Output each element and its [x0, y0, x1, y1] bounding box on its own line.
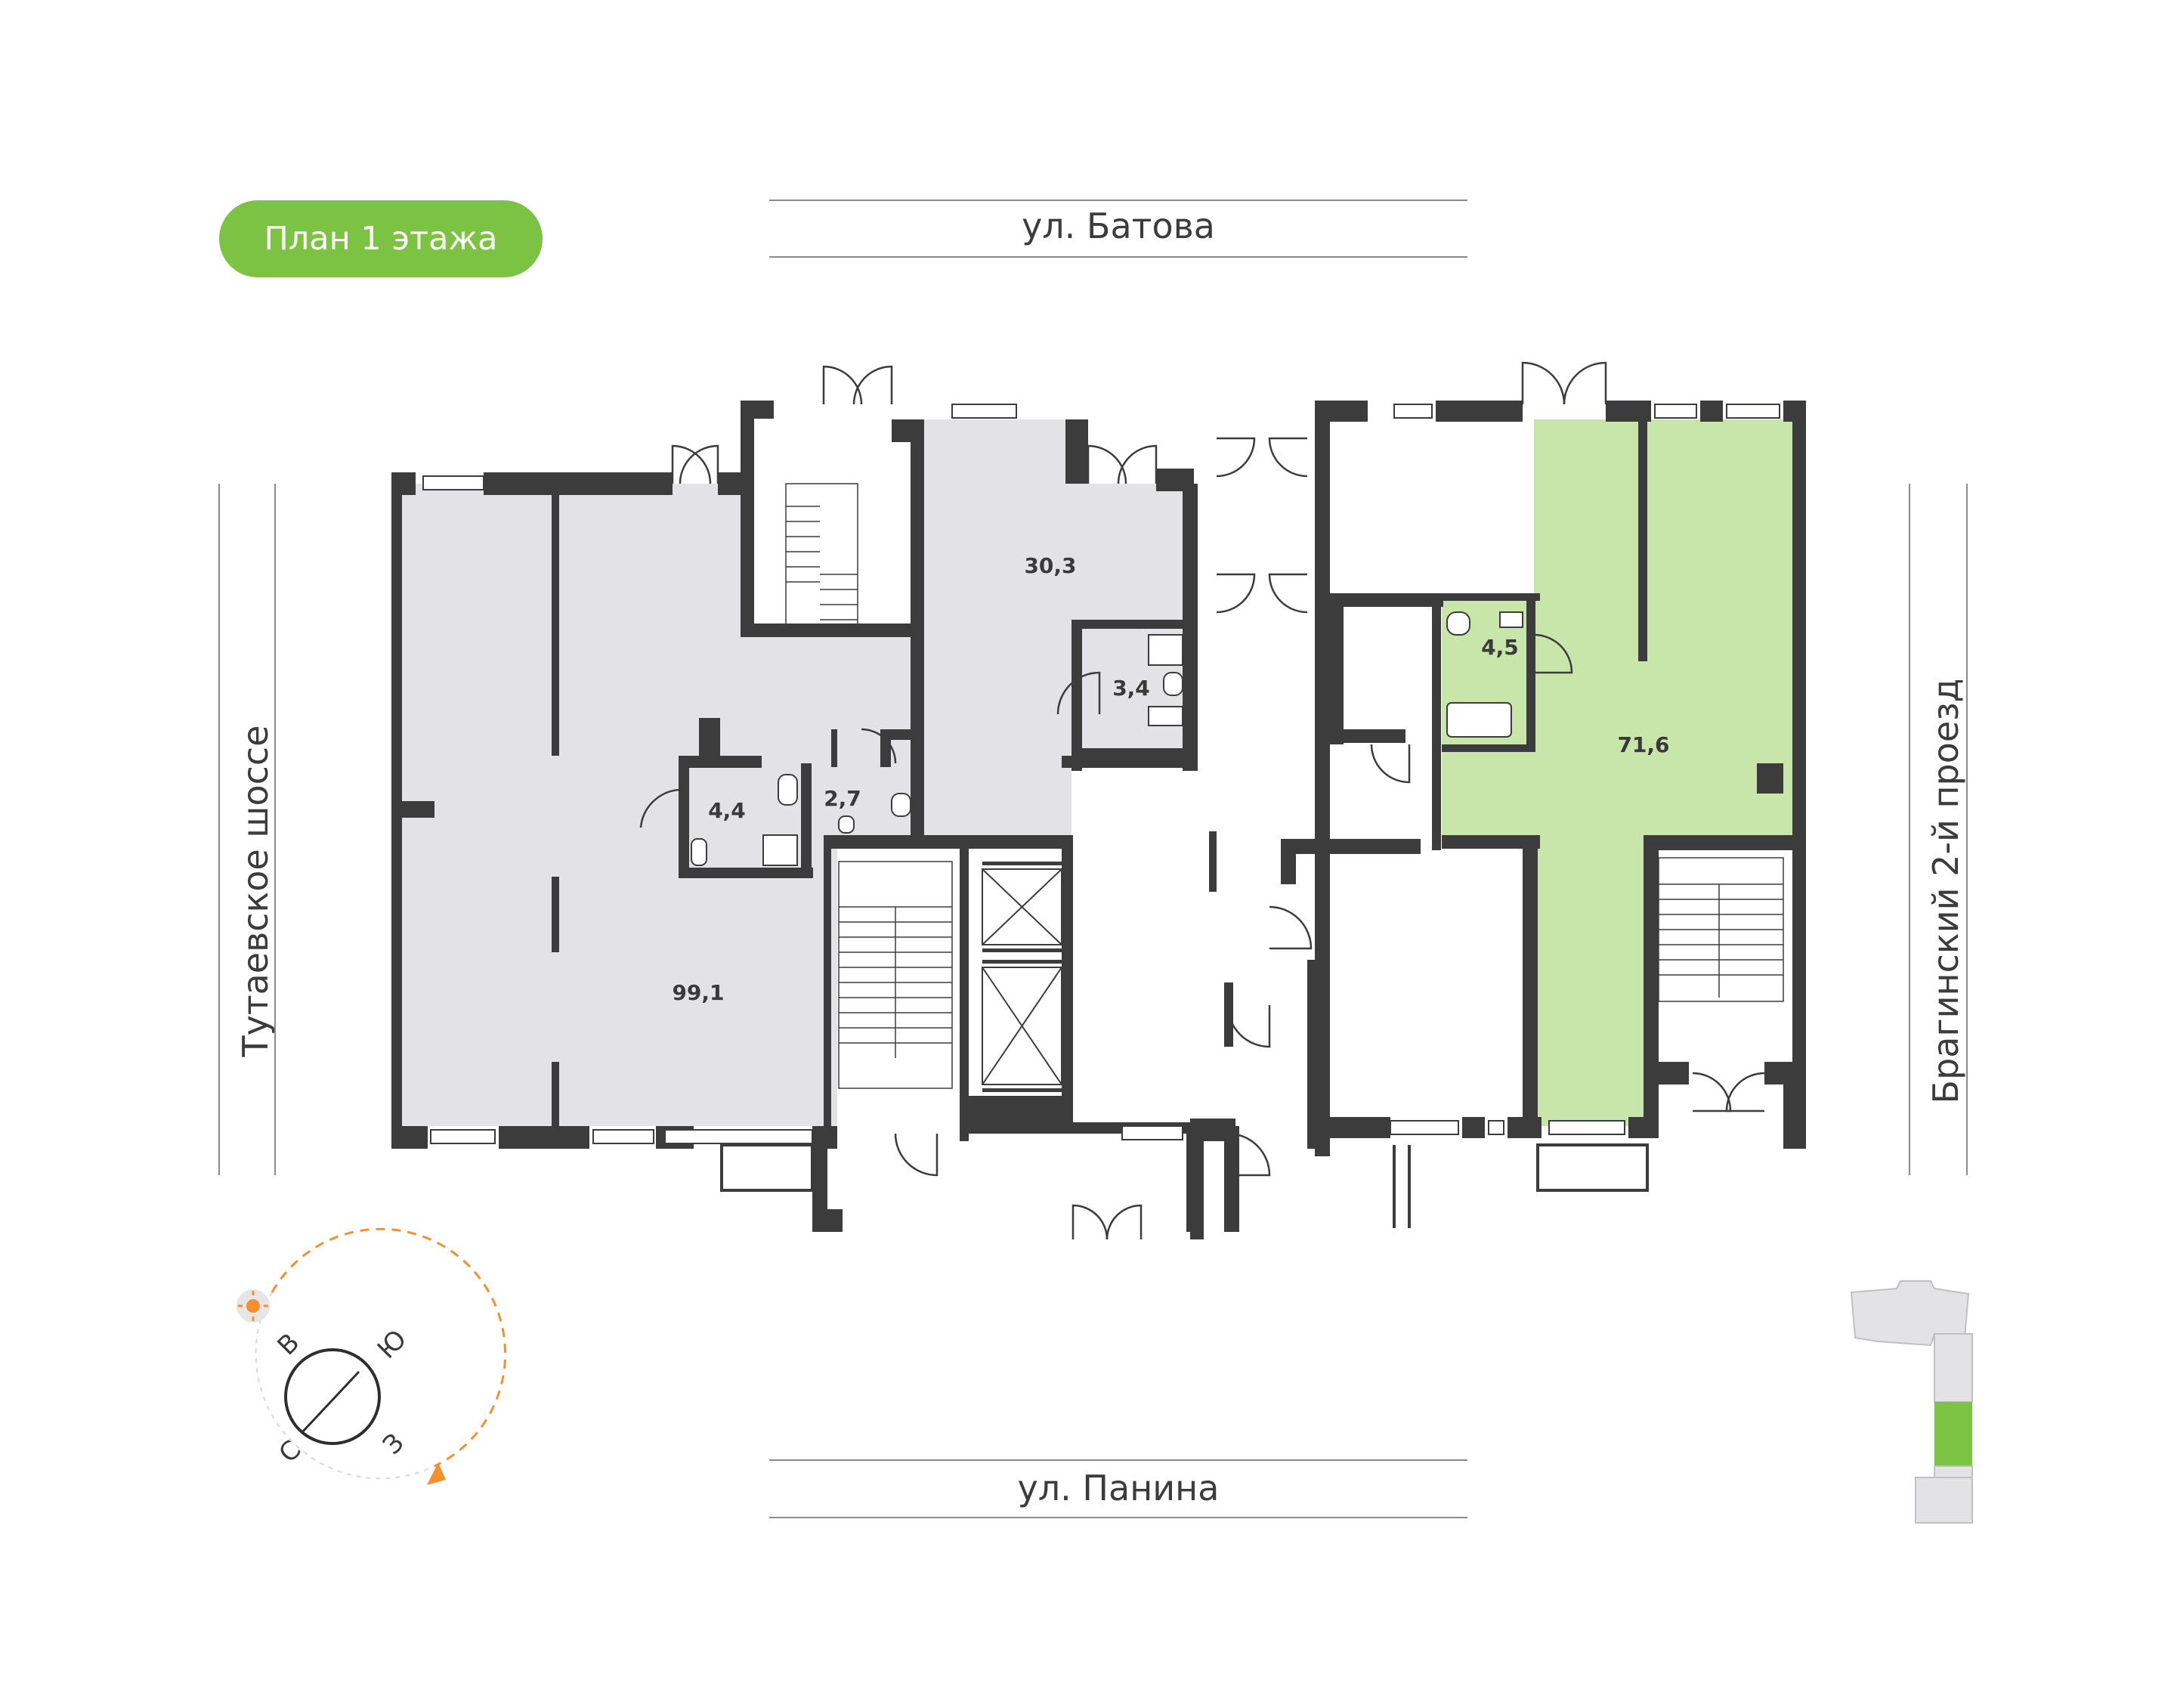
room-fill-71-6: [1339, 419, 1792, 1126]
sun-icon: [246, 1299, 260, 1313]
doors: [639, 361, 1765, 1240]
sun-path-arc: [271, 1227, 507, 1468]
room-fills: [400, 419, 1792, 1126]
building-key-plan: [1850, 1280, 1973, 1524]
room-label-2-7: 2,7: [824, 786, 861, 811]
balconies: [720, 1143, 1649, 1228]
compass-letter-north: С: [273, 1434, 307, 1468]
compass-letter-west: З: [377, 1428, 410, 1461]
elevator-shafts: [982, 868, 1062, 1085]
compass-rose: С В Ю З: [237, 1227, 507, 1485]
room-label-99-1: 99,1: [672, 980, 724, 1005]
sun-direction-arrow: [427, 1462, 446, 1485]
street-label-north: ул. Батова: [1022, 206, 1215, 246]
stairs: [785, 483, 1784, 1089]
room-label-4-4: 4,4: [708, 798, 746, 823]
sanitary-fixtures: [691, 611, 1523, 866]
compass-letter-east: В: [272, 1328, 306, 1362]
street-label-south: ул. Панина: [1017, 1468, 1220, 1508]
street-guide-lines: [218, 200, 1968, 1518]
compass-letter-south: Ю: [372, 1324, 413, 1365]
windows: [422, 404, 1780, 1144]
compass-circle: [284, 1348, 381, 1445]
compass-needle: [301, 1370, 360, 1434]
floor-title-badge: План 1 этажа: [219, 200, 543, 277]
room-label-30-3: 30,3: [1024, 553, 1076, 578]
room-fill-30-3: [923, 419, 1188, 839]
room-label-3-4: 3,4: [1112, 676, 1150, 701]
room-fill-99-1: [400, 484, 920, 1126]
room-label-4-5: 4,5: [1481, 635, 1519, 660]
key-plan-highlighted-section: [1934, 1402, 1972, 1466]
room-label-71-6: 71,6: [1617, 732, 1669, 757]
walls: [391, 401, 1806, 1239]
